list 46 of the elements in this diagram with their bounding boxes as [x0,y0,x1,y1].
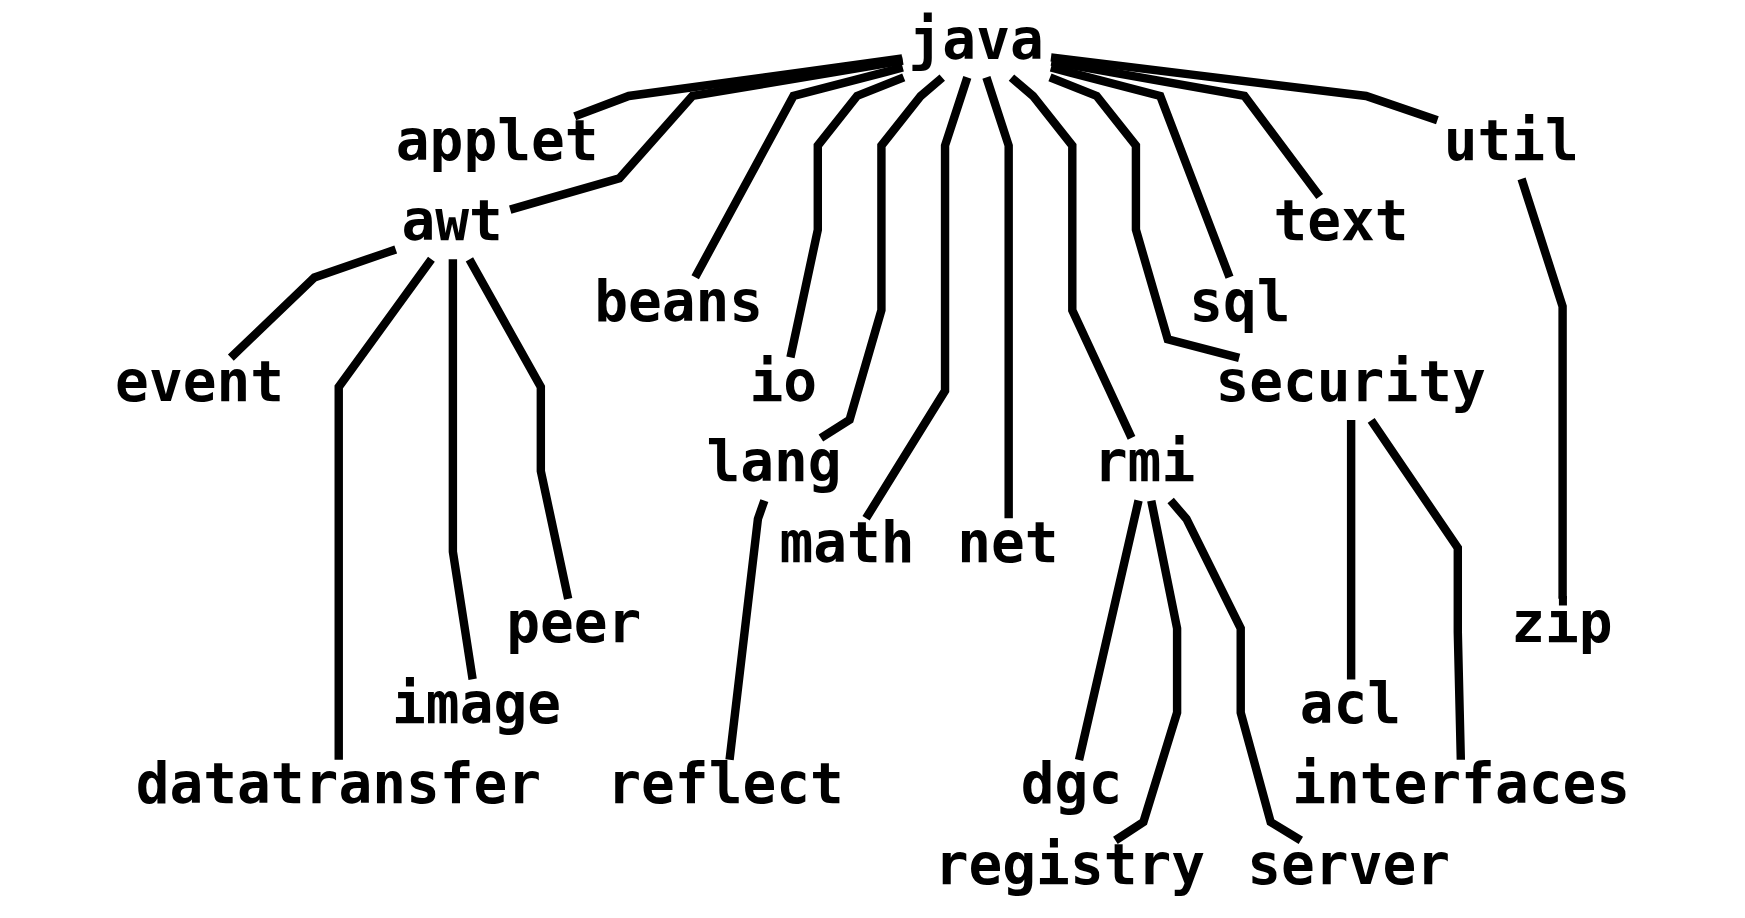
node-text: rmi [1093,429,1195,495]
node-text: peer [505,590,641,656]
node-text: image [391,670,561,736]
connector [1049,53,1439,125]
node-text: dgc [1020,751,1122,817]
node-text: interfaces [1291,751,1630,817]
node-text: math [778,509,915,575]
node-text: text [1272,188,1409,254]
connector [1112,499,1181,844]
connector [448,259,477,680]
connector [1346,420,1355,680]
connector [724,499,768,761]
connector [861,76,971,521]
node-text: lang [705,429,842,495]
node-text: security [1214,348,1486,414]
node-text: reflect [606,751,844,817]
node-text: beans [593,268,763,334]
node-text: applet [395,107,599,173]
node-text: net [956,509,1059,575]
connector [1074,499,1143,761]
connector [572,54,903,121]
connector [690,63,904,280]
node-text: registry [934,831,1205,897]
node-text: event [114,348,284,414]
connector [1517,177,1567,599]
node-text: awt [400,188,503,254]
connector [465,257,572,600]
connector [1049,63,1233,279]
connector [334,256,435,760]
connector [981,76,1013,519]
connector [785,73,905,359]
connector [818,74,945,442]
node-text: datatransfer [135,751,541,817]
connector [227,245,397,361]
connector [508,56,904,214]
connector [1008,74,1135,440]
connector [1047,73,1240,362]
node-text: io [748,348,817,414]
node-text: util [1443,107,1579,173]
connector [1367,417,1465,760]
node-text: acl [1299,670,1401,736]
node-text: zip [1510,590,1613,656]
node-text: java [908,6,1044,72]
node-text: sql [1188,268,1291,334]
connector [1166,497,1303,844]
node-text: server [1246,831,1450,897]
